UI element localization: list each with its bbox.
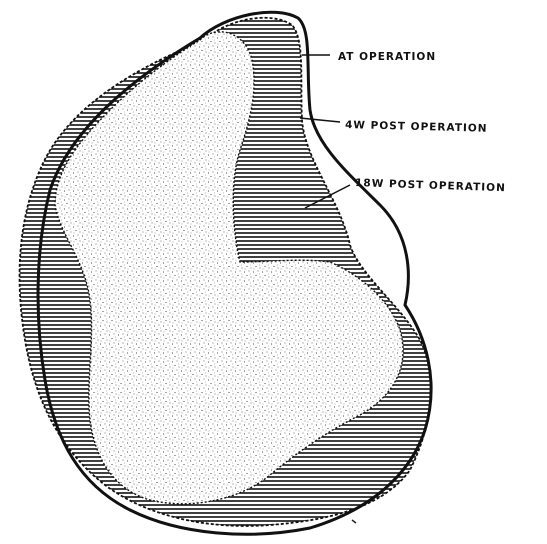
stray-mark xyxy=(352,520,356,523)
label-at-operation: AT OPERATION xyxy=(338,51,436,63)
leader-line-4w xyxy=(300,118,340,122)
label-4w-post-operation: 4W POST OPERATION xyxy=(345,119,488,135)
label-18w-post-operation: 18W POST OPERATION xyxy=(355,177,506,194)
